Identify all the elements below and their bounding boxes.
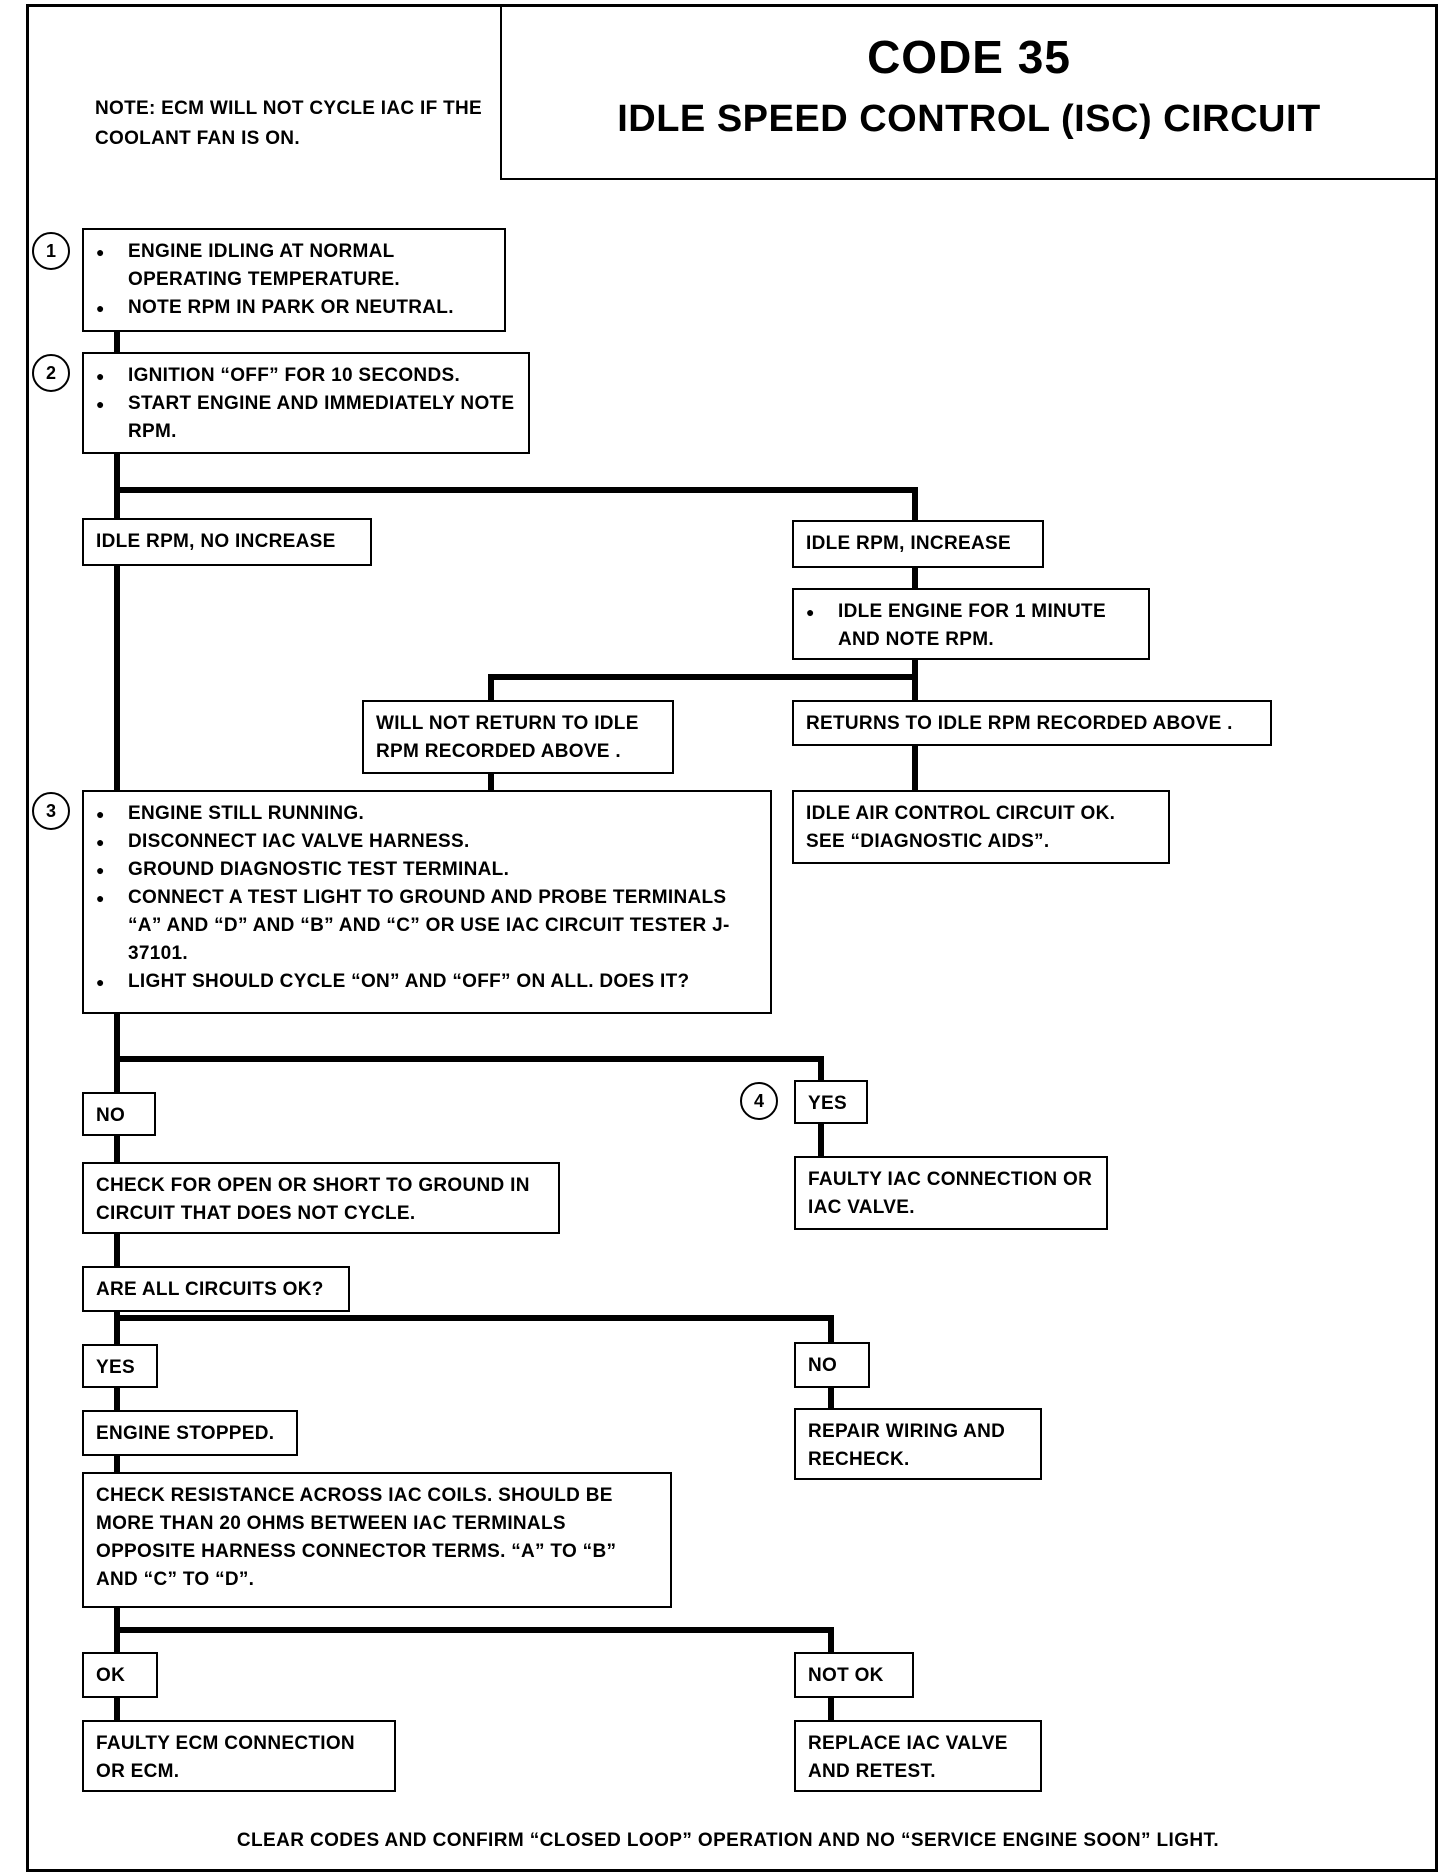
all-circuits-label: ARE ALL CIRCUITS OK? (96, 1279, 324, 1300)
iac-circuit-ok-box: IDLE AIR CONTROL CIRCUIT OK. SEE “DIAGNO… (792, 790, 1170, 864)
step-3-box: ENGINE STILL RUNNING. DISCONNECT IAC VAL… (82, 790, 772, 1014)
no-label: NO (808, 1355, 838, 1376)
step-1-bullet: NOTE RPM IN PARK OR NEUTRAL. (96, 294, 492, 322)
step-3-bullet: GROUND DIAGNOSTIC TEST TERMINAL. (96, 856, 758, 884)
idle-increase-label: IDLE RPM, INCREASE (806, 533, 1011, 554)
step-3-marker: 3 (32, 792, 70, 830)
replace-iac-label: REPLACE IAC VALVE AND RETEST. (808, 1733, 1008, 1782)
step-4-marker: 4 (740, 1082, 778, 1120)
yes-label: YES (808, 1093, 847, 1114)
replace-iac-box: REPLACE IAC VALVE AND RETEST. (794, 1720, 1042, 1792)
note-text: NOTE: ECM WILL NOT CYCLE IAC IF THE COOL… (95, 98, 482, 149)
step-1-bullet: ENGINE IDLING AT NORMAL OPERATING TEMPER… (96, 238, 492, 294)
step-1-box: ENGINE IDLING AT NORMAL OPERATING TEMPER… (82, 228, 506, 332)
repair-wiring-box: REPAIR WIRING AND RECHECK. (794, 1408, 1042, 1480)
idle-no-increase-box: IDLE RPM, NO INCREASE (82, 518, 372, 566)
returns-box: RETURNS TO IDLE RPM RECORDED ABOVE . (792, 700, 1272, 746)
faulty-ecm-label: FAULTY ECM CONNECTION OR ECM. (96, 1733, 355, 1782)
no-branch-1: NO (82, 1092, 156, 1136)
faulty-ecm-box: FAULTY ECM CONNECTION OR ECM. (82, 1720, 396, 1792)
step-3-bullet: DISCONNECT IAC VALVE HARNESS. (96, 828, 758, 856)
check-resistance-label: CHECK RESISTANCE ACROSS IAC COILS. SHOUL… (96, 1485, 617, 1590)
check-open-box: CHECK FOR OPEN OR SHORT TO GROUND IN CIR… (82, 1162, 560, 1234)
engine-stopped-label: ENGINE STOPPED. (96, 1423, 275, 1444)
not-ok-label: NOT OK (808, 1665, 884, 1686)
ok-label: OK (96, 1665, 126, 1686)
step-3-bullet: ENGINE STILL RUNNING. (96, 800, 758, 828)
step-3-bullet: CONNECT A TEST LIGHT TO GROUND AND PROBE… (96, 884, 758, 968)
idle-one-minute-box: IDLE ENGINE FOR 1 MINUTE AND NOTE RPM. (792, 588, 1150, 660)
will-not-return-label: WILL NOT RETURN TO IDLE RPM RECORDED ABO… (376, 713, 639, 762)
yes-branch-2: YES (82, 1344, 158, 1388)
step-2-box: IGNITION “OFF” FOR 10 SECONDS. START ENG… (82, 352, 530, 454)
yes-branch-1: YES (794, 1080, 868, 1124)
returns-label: RETURNS TO IDLE RPM RECORDED ABOVE . (806, 713, 1233, 734)
idle-no-increase-label: IDLE RPM, NO INCREASE (96, 531, 336, 552)
step-2-bullet: START ENGINE AND IMMEDIATELY NOTE RPM. (96, 390, 516, 446)
yes-label: YES (96, 1357, 135, 1378)
idle-one-minute-bullet: IDLE ENGINE FOR 1 MINUTE AND NOTE RPM. (806, 598, 1136, 654)
footer-instruction: CLEAR CODES AND CONFIRM “CLOSED LOOP” OP… (236, 1830, 1220, 1851)
no-label: NO (96, 1105, 126, 1126)
repair-wiring-label: REPAIR WIRING AND RECHECK. (808, 1421, 1006, 1470)
no-branch-2: NO (794, 1342, 870, 1388)
iac-circuit-ok-label: IDLE AIR CONTROL CIRCUIT OK. SEE “DIAGNO… (806, 803, 1116, 852)
step-2-marker: 2 (32, 354, 70, 392)
faulty-iac-box: FAULTY IAC CONNECTION OR IAC VALVE. (794, 1156, 1108, 1230)
title-box: CODE 35 IDLE SPEED CONTROL (ISC) CIRCUIT (500, 4, 1438, 180)
check-resistance-box: CHECK RESISTANCE ACROSS IAC COILS. SHOUL… (82, 1472, 672, 1608)
faulty-iac-label: FAULTY IAC CONNECTION OR IAC VALVE. (808, 1169, 1093, 1218)
ok-branch: OK (82, 1652, 158, 1698)
idle-increase-box: IDLE RPM, INCREASE (792, 520, 1044, 568)
step-3-bullet: LIGHT SHOULD CYCLE “ON” AND “OFF” ON ALL… (96, 968, 758, 996)
not-ok-branch: NOT OK (794, 1652, 914, 1698)
code-title: CODE 35 (867, 31, 1071, 83)
all-circuits-box: ARE ALL CIRCUITS OK? (82, 1266, 350, 1312)
step-2-bullet: IGNITION “OFF” FOR 10 SECONDS. (96, 362, 516, 390)
check-open-label: CHECK FOR OPEN OR SHORT TO GROUND IN CIR… (96, 1175, 530, 1224)
step-1-marker: 1 (32, 232, 70, 270)
circuit-title: IDLE SPEED CONTROL (ISC) CIRCUIT (617, 98, 1321, 140)
engine-stopped-box: ENGINE STOPPED. (82, 1410, 298, 1456)
will-not-return-box: WILL NOT RETURN TO IDLE RPM RECORDED ABO… (362, 700, 674, 774)
